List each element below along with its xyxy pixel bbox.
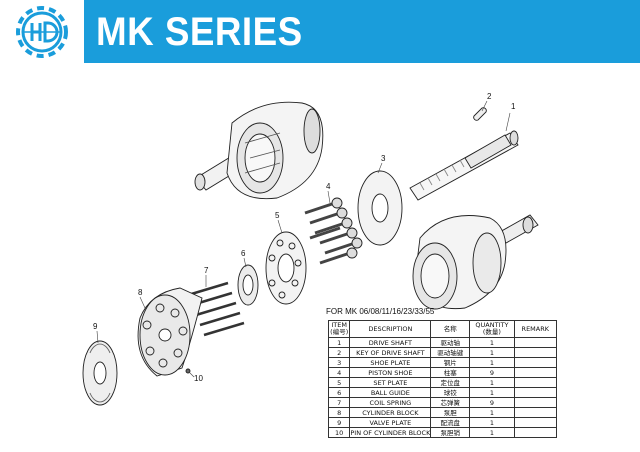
cell-name-cn: 定位盘 (430, 377, 471, 388)
shoe-plate-part (357, 170, 403, 246)
cell-remark (513, 387, 558, 398)
cell-remark (513, 357, 558, 368)
cell-remark (513, 397, 558, 408)
cell-description: BALL GUIDE (349, 387, 432, 398)
cell-description: COIL SPRING (349, 397, 432, 408)
page-title: MK SERIES (96, 10, 303, 54)
set-plate-part (265, 231, 307, 305)
cell-item: 10 (327, 427, 351, 438)
cell-description: SET PLATE (349, 377, 432, 388)
cell-description: PISTON SHOE (349, 367, 432, 378)
valve-plate-part (82, 340, 118, 406)
callout-1: 1 (511, 102, 516, 111)
cell-quantity: 1 (469, 337, 515, 348)
cell-name-cn: 驱动轴键 (430, 347, 471, 358)
header-banner: MK SERIES (0, 0, 640, 63)
cell-quantity: 1 (469, 427, 515, 438)
callout-8: 8 (138, 288, 143, 297)
gear-logo-icon (16, 6, 68, 58)
cell-quantity: 9 (469, 367, 515, 378)
cell-quantity: 1 (469, 347, 515, 358)
callout-7: 7 (204, 266, 209, 275)
cell-item: 9 (327, 417, 351, 428)
cell-name-cn: 芯弹簧 (430, 397, 471, 408)
cell-description: SHOE PLATE (349, 357, 432, 368)
cell-remark (513, 347, 558, 358)
callout-9: 9 (93, 322, 98, 331)
cell-item: 5 (327, 377, 351, 388)
assembled-pump-right (412, 214, 539, 310)
cell-description: DRIVE SHAFT (349, 337, 432, 348)
cell-description: VALVE PLATE (349, 417, 432, 428)
parts-table: ITEM(编号) DESCRIPTION 名称 QUANTITY(数量) REM… (327, 320, 558, 438)
header-quantity: QUANTITY(数量) (469, 320, 515, 338)
hd-gear-logo (0, 0, 84, 63)
cell-quantity: 9 (469, 397, 515, 408)
ball-guide-part (237, 264, 259, 306)
cell-item: 3 (327, 357, 351, 368)
assembled-pump-upper (194, 101, 324, 200)
cell-remark (513, 367, 558, 378)
cell-name-cn: 泵胆销 (430, 427, 471, 438)
cell-name-cn: 配流盘 (430, 417, 471, 428)
cylinder-block-part (137, 287, 203, 377)
cell-item: 4 (327, 367, 351, 378)
cell-quantity: 1 (469, 377, 515, 388)
cell-item: 7 (327, 397, 351, 408)
cell-remark (513, 417, 558, 428)
cell-remark (513, 427, 558, 438)
cell-item: 2 (327, 347, 351, 358)
cell-item: 1 (327, 337, 351, 348)
cell-item: 6 (327, 387, 351, 398)
callout-5: 5 (275, 211, 280, 220)
callout-3: 3 (381, 154, 386, 163)
piston-shoe-part (304, 197, 363, 265)
cell-name-cn: 泵胆 (430, 407, 471, 418)
coil-spring-part (187, 281, 245, 337)
cell-quantity: 1 (469, 387, 515, 398)
callout-4: 4 (326, 182, 331, 191)
cell-name-cn: 柱塞 (430, 367, 471, 378)
cell-remark (513, 337, 558, 348)
cell-quantity: 1 (469, 417, 515, 428)
cell-description: KEY OF DRIVE SHAFT (349, 347, 432, 358)
cell-quantity: 1 (469, 407, 515, 418)
header-description: DESCRIPTION (349, 320, 432, 338)
cell-remark (513, 407, 558, 418)
drive-shaft-key-part (473, 107, 487, 121)
cell-name-cn: 驱动轴 (430, 337, 471, 348)
cell-description: PIN OF CYLINDER BLOCK (349, 427, 432, 438)
header-item: ITEM(编号) (327, 320, 351, 338)
cell-description: CYLINDER BLOCK (349, 407, 432, 418)
exploded-parts-diagram: 1 2 3 4 5 6 7 8 9 10 (82, 92, 539, 406)
cell-name-cn: 球铰 (430, 387, 471, 398)
callout-2: 2 (487, 92, 492, 101)
cell-item: 8 (327, 407, 351, 418)
header-name-cn: 名称 (430, 320, 471, 338)
cell-remark (513, 377, 558, 388)
parts-table-caption: FOR MK 06/08/11/16/23/33/55 (326, 307, 435, 316)
callout-10: 10 (194, 374, 203, 383)
header-remark: REMARK (513, 320, 558, 338)
drive-shaft-part (409, 130, 519, 201)
cell-quantity: 1 (469, 357, 515, 368)
parts-table-header-row: ITEM(编号) DESCRIPTION 名称 QUANTITY(数量) REM… (327, 320, 558, 338)
cell-name-cn: 钢片 (430, 357, 471, 368)
callout-6: 6 (241, 249, 246, 258)
